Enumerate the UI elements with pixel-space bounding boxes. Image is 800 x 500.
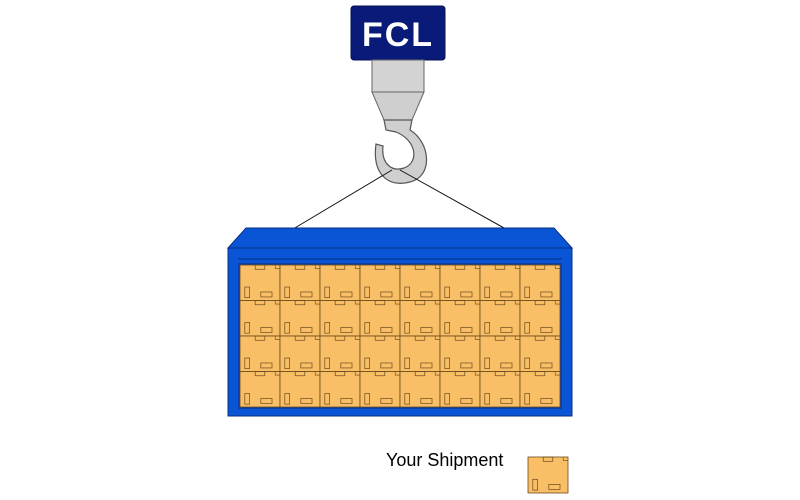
cargo-box [519, 300, 561, 337]
hook-housing [371, 59, 425, 93]
cargo-box [279, 264, 321, 301]
cargo-box [479, 300, 521, 337]
cargo-box [399, 300, 441, 337]
cargo-box [279, 335, 321, 372]
container-top-face [226, 227, 574, 249]
cargo-box [519, 335, 561, 372]
cargo-box [279, 371, 321, 408]
cargo-box [359, 371, 401, 408]
legend: Your Shipment [386, 450, 569, 494]
cargo-box [239, 335, 281, 372]
cargo-box [399, 335, 441, 372]
cargo-box [519, 371, 561, 408]
cargo-box [439, 335, 481, 372]
hook-icon [374, 119, 428, 184]
cargo-box [239, 300, 281, 337]
cargo-box [239, 371, 281, 408]
cargo-box [439, 371, 481, 408]
cargo-box [359, 300, 401, 337]
shipping-container [226, 227, 574, 417]
cargo-box [479, 264, 521, 301]
cargo-boxes [239, 264, 561, 408]
rope-left [277, 169, 393, 239]
hook-taper [371, 91, 425, 121]
sling-ropes [277, 169, 523, 239]
legend-box-icon [527, 456, 569, 494]
cargo-box [439, 300, 481, 337]
cargo-box [319, 371, 361, 408]
cargo-box [519, 264, 561, 301]
cargo-box [319, 264, 361, 301]
crane-hook-assembly: FCL [350, 5, 446, 184]
cargo-box [439, 264, 481, 301]
cargo-box [279, 300, 321, 337]
cargo-box [319, 335, 361, 372]
cargo-box [479, 335, 521, 372]
rope-right [399, 169, 523, 239]
cargo-box [239, 264, 281, 301]
legend-box-icon-shape [527, 456, 569, 494]
cargo-box [399, 371, 441, 408]
legend-label: Your Shipment [386, 450, 503, 470]
cargo-box [479, 371, 521, 408]
fcl-badge-label: FCL [362, 16, 434, 54]
cargo-box [359, 264, 401, 301]
cargo-box [319, 300, 361, 337]
cargo-box [399, 264, 441, 301]
cargo-box [359, 335, 401, 372]
